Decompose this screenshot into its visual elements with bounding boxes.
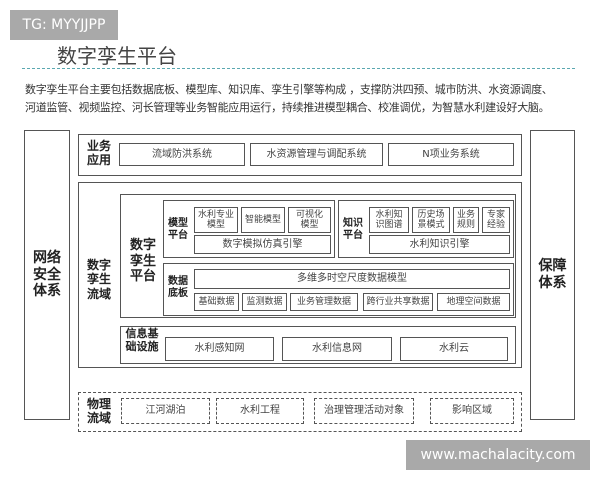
divider [22,68,575,69]
business-item: N项业务系统 [388,143,514,166]
data-item: 基础数据 [194,293,239,311]
data-item: 监测数据 [242,293,287,311]
data-model: 多维多时空尺度数据模型 [194,269,510,289]
model-item: 智能模型 [241,207,285,233]
physical-item: 治理管理活动对象 [314,398,414,424]
knowledge-engine: 水利知识引擎 [369,235,510,254]
business-item: 流域防洪系统 [119,143,245,166]
infra-item: 水利感知网 [165,337,274,361]
info-infrastructure-label: 信息基础设施 [125,327,159,354]
guarantee-system: 保障体系 [530,130,575,420]
page-title: 数字孪生平台 [57,44,177,68]
watermark-top: TG: MYYJJPP [10,10,118,40]
business-label: 业务应用 [86,139,111,168]
model-platform-label: 模型平台 [168,218,188,241]
data-item: 地理空间数据 [437,293,510,311]
knowledge-item: 业务规则 [453,207,479,233]
data-item: 跨行业共享数据 [363,293,433,311]
network-security-system: 网络安全体系 [24,130,70,420]
data-foundation-label: 数据底板 [168,276,188,299]
twin-platform-label: 数字孪生平台 [129,238,156,285]
watermark-bottom: www.machalacity.com [406,440,590,470]
physical-basin-label: 物理流域 [86,397,111,426]
twin-basin-label: 数字孪生流域 [86,258,111,301]
business-item: 水资源管理与调配系统 [250,143,383,166]
description: 数字孪生平台主要包括数据底板、模型库、知识库、孪生引擎等构成 ，支撑防洪四预、城… [25,83,553,114]
physical-item: 水利工程 [216,398,304,424]
physical-item: 江河湖泊 [121,398,210,424]
physical-item: 影响区域 [430,398,514,424]
model-item: 可视化模型 [288,207,331,233]
infra-item: 水利信息网 [282,337,392,361]
knowledge-item: 历史场景模式 [412,207,450,233]
knowledge-platform-label: 知识平台 [343,218,363,241]
knowledge-item: 水利知识图谱 [369,207,409,233]
model-item: 水利专业模型 [194,207,238,233]
knowledge-item: 专家经验 [482,207,510,233]
simulation-engine: 数字模拟仿真引擎 [194,235,331,254]
data-item: 业务管理数据 [290,293,358,311]
infra-item: 水利云 [400,337,508,361]
